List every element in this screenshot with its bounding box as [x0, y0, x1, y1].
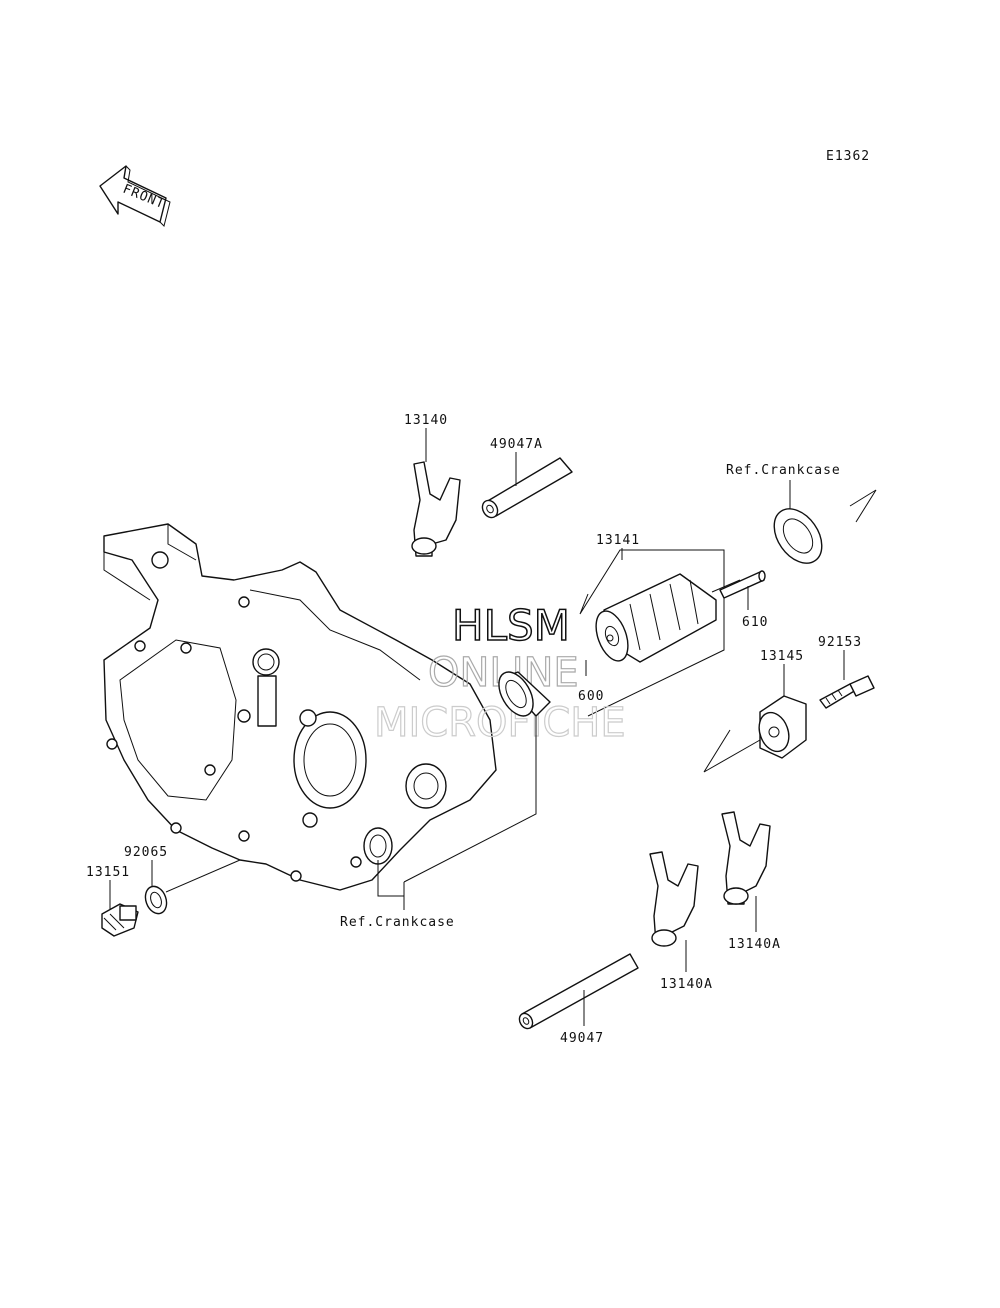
- shift-fork-13140[interactable]: [411, 461, 461, 557]
- label-13140A-right: 13140A: [728, 937, 781, 952]
- bearing-600[interactable]: [492, 666, 551, 722]
- label-92065: 92065: [124, 845, 168, 860]
- plug-13151[interactable]: [101, 903, 139, 937]
- holder-13145[interactable]: [754, 695, 807, 759]
- label-13141: 13141: [596, 533, 640, 548]
- crankcase-bearing-upper: [773, 508, 823, 564]
- crankcase-drawing: [103, 523, 497, 891]
- label-600: 600: [578, 689, 604, 704]
- label-49047A: 49047A: [490, 437, 543, 452]
- diagram-code: E1362: [826, 149, 870, 164]
- label-13140A-middle: 13140A: [660, 977, 713, 992]
- watermark-line3: MICROFICHE: [374, 700, 626, 746]
- label-13151: 13151: [86, 865, 130, 880]
- label-ref-crankcase-lower: Ref.Crankcase: [340, 915, 455, 930]
- shift-shaft-49047A[interactable]: [479, 457, 573, 520]
- label-92153: 92153: [818, 635, 862, 650]
- shift-fork-13140A-middle[interactable]: [649, 851, 699, 947]
- pin-610[interactable]: [719, 570, 766, 599]
- shift-shaft-49047[interactable]: [517, 953, 639, 1031]
- shift-drum-13141[interactable]: [590, 573, 717, 665]
- label-13140-upper: 13140: [404, 413, 448, 428]
- label-13145: 13145: [760, 649, 804, 664]
- label-49047: 49047: [560, 1031, 604, 1046]
- label-ref-crankcase-upper: Ref.Crankcase: [726, 463, 841, 478]
- shift-fork-13140A-right[interactable]: [721, 811, 771, 905]
- bolt-92153[interactable]: [819, 675, 875, 709]
- label-610: 610: [742, 615, 768, 630]
- watermark-line1: HLSM: [452, 601, 570, 650]
- washer-92065[interactable]: [142, 883, 170, 916]
- front-arrow-icon: FRONT: [99, 165, 171, 227]
